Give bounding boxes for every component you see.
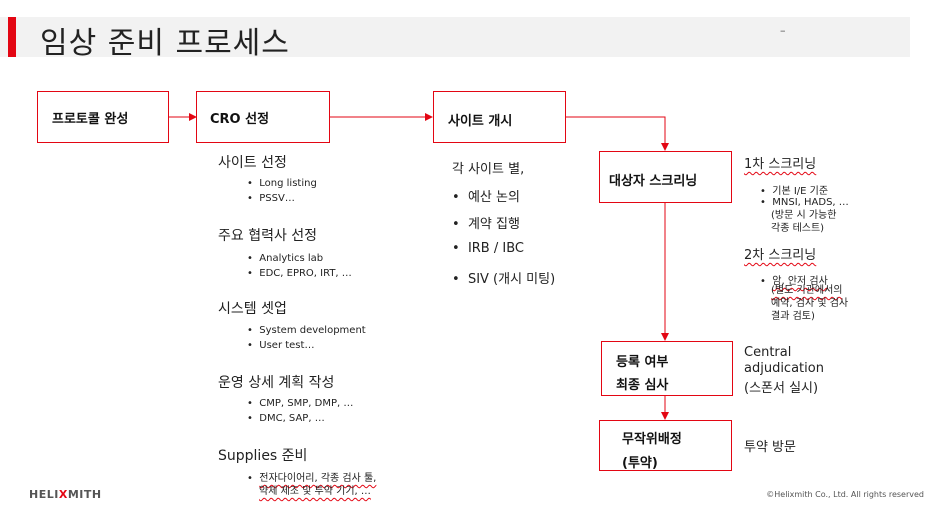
screening-first-note: 각종 테스트) <box>771 223 825 234</box>
site-detail-item: • IRB / IBC <box>452 241 524 256</box>
site-detail-intro: 각 사이트 별, <box>452 162 525 177</box>
cro-detail-item: • EDC, EPRO, IRT, … <box>247 268 352 279</box>
cro-detail-item: 약제 제조 및 투약 기기, … <box>259 486 371 497</box>
screening-first-item: • 기본 I/E 기준 <box>760 186 829 197</box>
cro-detail-head: 운영 상세 계획 작성 <box>218 375 335 391</box>
title-minimize-mark: – <box>780 24 786 37</box>
cro-detail-head: 시스템 셋업 <box>218 301 287 317</box>
box-site-open-label: 사이트 개시 <box>448 114 513 129</box>
cro-detail-item: • CMP, SMP, DMP, … <box>247 398 354 409</box>
cro-detail-head: 사이트 선정 <box>218 155 287 171</box>
box-cro <box>196 91 330 143</box>
screening-second-note: 결과 검토) <box>771 311 815 322</box>
site-detail-item: • 계약 집행 <box>452 217 520 232</box>
box-screening <box>599 151 732 203</box>
screening-first-head: 1차 스크리닝 <box>744 157 817 172</box>
screening-second-item: • 암, 안저 검사 <box>760 276 828 287</box>
box-protocol <box>37 91 169 143</box>
cro-detail-head: Supplies 준비 <box>218 448 308 464</box>
cro-detail-item: • Analytics lab <box>247 253 324 264</box>
site-detail-item: • SIV (개시 미팅) <box>452 272 556 287</box>
enroll-note: Central <box>744 345 792 360</box>
enroll-note: (스폰서 실시) <box>744 381 819 396</box>
cro-detail-item: • User test… <box>247 340 315 351</box>
enroll-note: adjudication <box>744 361 824 376</box>
box-enroll-label-2: 최종 심사 <box>616 378 669 393</box>
cro-detail-item: • PSSV… <box>247 193 295 204</box>
screening-second-note: (별도 기관에서의 <box>771 285 843 296</box>
box-randomization <box>599 420 732 471</box>
box-site-open <box>433 91 566 143</box>
site-detail-item: • 예산 논의 <box>452 190 520 205</box>
title-bar <box>0 17 910 57</box>
screening-second-head: 2차 스크리닝 <box>744 248 817 263</box>
cro-detail-item: • DMC, SAP, … <box>247 413 325 424</box>
title-accent <box>8 17 16 57</box>
box-enroll-label-1: 등록 여부 <box>616 355 669 370</box>
page-title: 임상 준비 프로세스 <box>40 26 290 61</box>
box-randomization-label-2: (투약) <box>622 456 658 471</box>
screening-first-note: (방문 시 가능한 <box>771 210 837 221</box>
box-randomization-label-1: 무작위배정 <box>622 432 682 447</box>
cro-detail-item: • System development <box>247 325 366 336</box>
screening-first-item: • MNSI, HADS, … <box>760 197 849 208</box>
box-protocol-label: 프로토콜 완성 <box>52 112 129 127</box>
randomization-note: 투약 방문 <box>744 440 796 455</box>
box-cro-label: CRO 선정 <box>210 112 270 127</box>
arrow-site-to-screening <box>566 116 669 151</box>
copyright-text: ©Helixmith Co., Ltd. All rights reserved <box>766 490 924 499</box>
cro-detail-head: 주요 협력사 선정 <box>218 228 318 244</box>
cro-detail-item: • 전자다이어리, 각종 검사 툴, <box>247 473 377 484</box>
screening-second-note: 예약, 검사 및 검사 <box>771 298 849 309</box>
company-logo: HELIXMITH <box>29 488 102 501</box>
box-screening-label: 대상자 스크리닝 <box>609 174 698 189</box>
box-enroll <box>601 341 733 396</box>
cro-detail-item: • Long listing <box>247 178 317 189</box>
